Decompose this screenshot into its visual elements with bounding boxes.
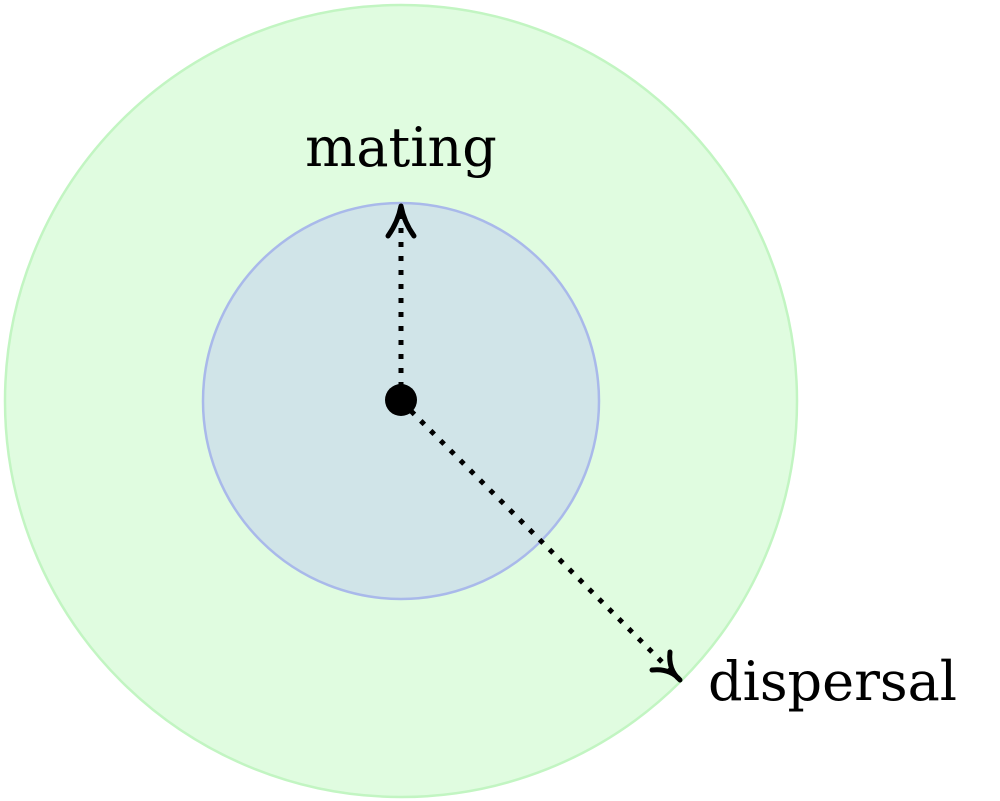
origin-dot bbox=[385, 384, 417, 416]
mating-arrowhead-icon bbox=[385, 203, 417, 239]
mating-label: mating bbox=[305, 116, 497, 179]
dispersal-arrowhead-icon bbox=[649, 649, 683, 683]
dispersal-label: dispersal bbox=[708, 650, 957, 713]
